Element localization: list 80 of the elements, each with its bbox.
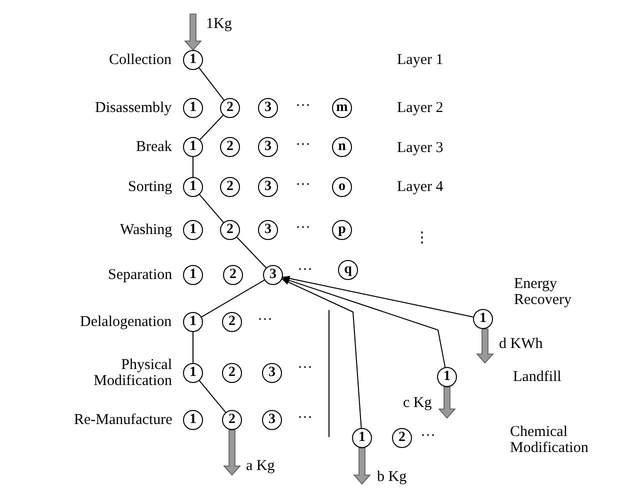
connector-line: [199, 114, 224, 140]
numbered-circle: 2: [220, 98, 240, 118]
stage-label: Re-Manufacture: [74, 412, 172, 428]
stage-label: Collection: [109, 52, 172, 68]
numbered-circle: 1: [183, 98, 203, 118]
numbered-circle: 1: [183, 410, 203, 430]
numbered-circle: 2: [222, 312, 242, 332]
numbered-circle: o: [332, 177, 352, 197]
connector-line: [192, 332, 194, 364]
connector-line: [198, 67, 224, 101]
stage-label: Break: [136, 139, 172, 155]
numbered-circle: 1: [183, 312, 203, 332]
connector-line: [236, 236, 267, 268]
ellipsis: ···: [298, 410, 312, 426]
numbered-circle: q: [338, 260, 358, 280]
connector-line: [198, 380, 226, 413]
numbered-circle: 2: [392, 428, 412, 448]
numbered-circle: 2: [220, 177, 240, 197]
block-arrow: [223, 430, 241, 476]
numbered-circle: 1: [183, 50, 203, 70]
numbered-circle: m: [332, 98, 352, 118]
numbered-circle: 1: [183, 177, 203, 197]
numbered-circle: 1: [183, 363, 203, 383]
vertical-ellipsis: ⋮: [414, 230, 430, 246]
numbered-circle: 1: [473, 309, 493, 329]
stage-label: Delalogenation: [80, 314, 172, 330]
connector-line: [282, 278, 362, 429]
block-arrow: [184, 14, 202, 51]
numbered-circle: 1: [183, 137, 203, 157]
numbered-circle: p: [332, 220, 352, 240]
numbered-circle: 2: [222, 410, 242, 430]
numbered-circle: 3: [262, 410, 282, 430]
stage-label: Chemical Modification: [510, 424, 590, 456]
numbered-circle: 2: [222, 363, 242, 383]
layer-label: Layer 2: [397, 100, 444, 116]
numbered-circle: 1: [183, 220, 203, 240]
ellipsis: ···: [296, 220, 310, 236]
block-arrow: [476, 328, 494, 364]
ellipsis: ···: [298, 360, 312, 376]
edge-label: d KWh: [499, 336, 543, 352]
stage-label: Landfill: [513, 369, 562, 385]
stage-label: Energy Recovery: [514, 276, 572, 308]
numbered-circle: 3: [258, 98, 278, 118]
stage-label: Separation: [108, 267, 172, 283]
connector-line: [192, 156, 194, 178]
stage-label: Sorting: [128, 179, 172, 195]
connector-line: [282, 278, 446, 368]
layer-label: Layer 4: [397, 179, 444, 195]
layer-label: Layer 3: [397, 140, 444, 156]
numbered-circle: 1: [437, 367, 457, 387]
ellipsis: ···: [296, 177, 310, 193]
numbered-circle: 3: [258, 220, 278, 240]
ellipsis: ···: [420, 428, 436, 444]
edge-label: 1Kg: [206, 16, 232, 32]
ellipsis: ···: [298, 262, 312, 278]
connector-line: [199, 194, 224, 223]
edge-label: b Kg: [377, 469, 407, 485]
block-arrow: [353, 448, 371, 485]
ellipsis: ···: [296, 137, 310, 153]
stage-label: Disassembly: [95, 100, 172, 116]
stage-label: Physical Modification: [92, 357, 172, 389]
connector-line: [201, 280, 265, 318]
numbered-circle: 1: [183, 265, 203, 285]
numbered-circle: 3: [258, 177, 278, 197]
numbered-circle: 3: [258, 137, 278, 157]
ellipsis: ···: [296, 98, 310, 114]
stage-label: Washing: [120, 222, 172, 238]
edge-label: c Kg: [403, 395, 432, 411]
connector-line: [282, 276, 474, 318]
layer-label: Layer 1: [397, 52, 444, 68]
numbered-circle: 3: [263, 265, 283, 285]
numbered-circle: 2: [220, 137, 240, 157]
ellipsis: ···: [258, 312, 272, 328]
numbered-circle: 2: [223, 265, 243, 285]
block-arrow: [438, 386, 456, 419]
numbered-circle: 2: [220, 220, 240, 240]
numbered-circle: 1: [352, 428, 372, 448]
numbered-circle: n: [332, 137, 352, 157]
edge-label: a Kg: [246, 458, 275, 474]
numbered-circle: 3: [262, 363, 282, 383]
